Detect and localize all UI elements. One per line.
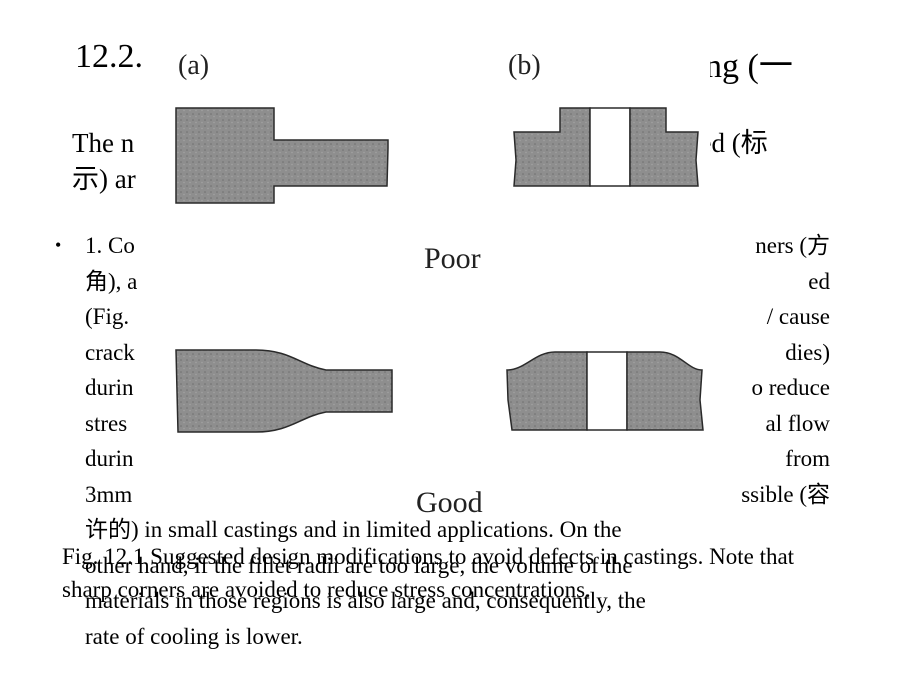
bullet-line: other hand, if the fillet radii are too … <box>85 548 830 584</box>
bullet-line-end: / cause <box>766 304 830 329</box>
bullet-line-start: materials in those regions is also large… <box>85 588 646 613</box>
poor-part-a-shape <box>175 107 389 204</box>
bullet-line-start: crack <box>85 339 135 365</box>
bullet-line: materials in those regions is also large… <box>85 583 830 619</box>
bullet-line: rate of cooling is lower. <box>85 619 830 655</box>
bullet-dot-icon: • <box>55 235 62 255</box>
good-part-b-hole <box>586 351 628 431</box>
bullet-line-start: rate of cooling is lower. <box>85 623 303 649</box>
label-b: (b) <box>508 50 541 81</box>
bullet-line-start: durin <box>85 446 134 471</box>
bullet-line: durin o reduce <box>85 370 830 406</box>
label-good: Good <box>416 486 483 519</box>
bullet-line-start: 许的) in small castings and in limited app… <box>85 517 622 542</box>
good-part-b-right <box>626 351 704 431</box>
good-part-a-shape <box>175 349 393 433</box>
bullet-lines: 1. Co ners (方角), a ed (Fig. / cause crack dies… <box>85 228 830 654</box>
bullet-line-end: ners (方 <box>755 233 830 258</box>
intro-line1-start: The n <box>72 128 135 158</box>
intro-line2-start: 示) ar <box>72 164 136 194</box>
bullet-line-end: dies) <box>785 339 830 365</box>
label-poor: Poor <box>424 242 481 275</box>
bullet-line: (Fig. / cause <box>85 299 830 335</box>
bullet-line-end: o reduce <box>751 375 830 400</box>
good-part-b-left <box>506 351 588 431</box>
bullet-line-start: 1. Co <box>85 233 135 258</box>
bullet-line-start: (Fig. <box>85 304 130 329</box>
casting-design-figure: (a) (b) Poor Good <box>150 40 710 520</box>
poor-part-b-left <box>513 107 591 187</box>
bullet-line: durin from <box>85 441 830 477</box>
bullet-line-start: durin <box>85 375 134 400</box>
bullet-line: 1. Co ners (方 <box>85 228 830 264</box>
bullet-line-start: 角), a <box>85 268 138 294</box>
bullet-line-start: other hand, if the fillet radii are too … <box>85 552 633 578</box>
slide-title: 12.2. ng (一 <box>75 38 835 85</box>
bullet-line: 角), a ed <box>85 264 830 300</box>
bullet-line: crack dies) <box>85 335 830 371</box>
bullet-line: stres al flow <box>85 406 830 442</box>
poor-part-b-hole <box>589 107 631 187</box>
title-end: ng (一 <box>705 48 793 85</box>
bullet-line-end: from <box>785 446 830 471</box>
bullet-line: 3mm ssible (容 <box>85 477 830 513</box>
title-start: 12.2. <box>75 38 143 75</box>
label-a: (a) <box>178 50 209 81</box>
bullet-line-end: ssible (容 <box>741 481 830 507</box>
poor-part-b-right <box>629 107 699 187</box>
bullet-line-end: al flow <box>765 410 830 436</box>
bullet-line-start: stres <box>85 410 128 436</box>
bullet-line: 许的) in small castings and in limited app… <box>85 512 830 548</box>
figure-caption: Fig. 12.1 Suggested design modifications… <box>62 544 795 602</box>
bullet-line-start: 3mm <box>85 481 133 507</box>
bullet-line-end: ed <box>808 268 830 294</box>
